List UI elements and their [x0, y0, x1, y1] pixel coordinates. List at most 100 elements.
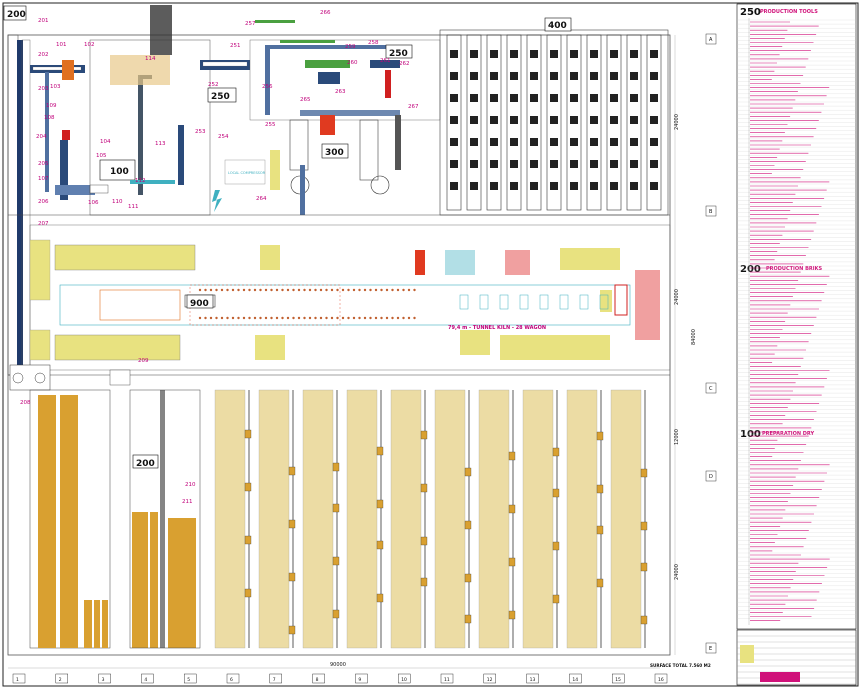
kiln-cart: [297, 316, 301, 320]
row-ref-box: [705, 470, 717, 482]
loader: [464, 614, 472, 624]
sand-bay: [214, 389, 246, 649]
kiln-cart: [413, 288, 416, 292]
kiln-car: [499, 294, 509, 310]
rack-post: [550, 116, 558, 124]
area-200-bottom-label: 200: [136, 459, 155, 469]
kiln-cart: [292, 288, 295, 292]
kiln-cart: [352, 316, 356, 320]
loader: [640, 562, 648, 572]
callout-252: 252: [208, 82, 219, 88]
title-stamp: [760, 672, 800, 682]
rack-post: [650, 160, 658, 168]
col-ref-box: [12, 673, 26, 684]
loader: [376, 540, 384, 550]
rack-post: [450, 160, 458, 168]
loader: [640, 521, 648, 531]
rack-post: [530, 182, 538, 190]
stock-bar: [168, 518, 196, 648]
callout-105: 105: [96, 153, 107, 159]
col-ref-box: [269, 673, 282, 684]
rack-post: [510, 182, 518, 190]
kiln-cart: [220, 316, 224, 320]
rack: [506, 34, 522, 211]
col-ref-5: 5: [187, 677, 190, 683]
col-ref-14: 14: [572, 677, 578, 683]
kiln-cart: [264, 288, 268, 292]
col-ref-11: 11: [444, 677, 450, 683]
kiln-cart: [341, 288, 345, 292]
kiln-cart: [330, 288, 334, 292]
rack-post: [530, 138, 538, 146]
callout-109: 109: [46, 103, 57, 109]
col-ref-12: 12: [487, 677, 493, 683]
rack-post: [630, 50, 638, 58]
dim-right-top: 24000: [674, 114, 680, 130]
area-250-small-label: 250: [389, 49, 408, 59]
col-ref-10: 10: [401, 677, 407, 683]
callout-260: 260: [347, 60, 358, 66]
kiln-cart: [226, 288, 229, 292]
loader: [376, 593, 384, 603]
kiln-cart: [336, 316, 339, 320]
loader: [420, 430, 428, 440]
col-ref-4: 4: [144, 677, 147, 683]
col-ref-6: 6: [230, 677, 233, 683]
kiln-cart: [297, 288, 301, 292]
kiln-cart: [220, 288, 224, 292]
rack-post: [470, 182, 478, 190]
col-ref-box: [355, 673, 368, 684]
kiln-cart: [204, 316, 207, 320]
callout-254: 254: [218, 134, 229, 140]
kiln-cart: [352, 288, 356, 292]
rack-post: [630, 182, 638, 190]
kiln-cart: [402, 316, 405, 320]
kiln-cart: [374, 288, 378, 292]
loader: [332, 609, 340, 619]
kiln-cart: [237, 316, 240, 320]
rack-post: [490, 160, 498, 168]
sand-bay: [346, 389, 378, 649]
stock-bar: [94, 600, 100, 648]
kiln-cart: [308, 288, 312, 292]
legend-100-number: 100: [740, 429, 761, 440]
stock-bar: [38, 395, 56, 648]
rack-post: [590, 116, 598, 124]
callout-264: 264: [256, 196, 267, 202]
kiln-cart: [325, 316, 328, 320]
rack-post: [610, 182, 618, 190]
stock-bar: [84, 600, 92, 648]
col-ref-box: [483, 673, 496, 684]
dim-right-c: 12000: [674, 429, 680, 445]
bottom-storage: [29, 389, 648, 649]
rack-post: [450, 94, 458, 102]
rack-post: [630, 116, 638, 124]
callout-204: 204: [36, 134, 47, 140]
rack-post: [630, 94, 638, 102]
sand-bay: [522, 389, 554, 649]
callout-103: 103: [50, 84, 61, 90]
kiln-car: [599, 294, 609, 310]
rack-post: [510, 72, 518, 80]
kiln-cart: [314, 316, 317, 320]
rack-post: [610, 138, 618, 146]
kiln-cart: [385, 316, 389, 320]
kiln-cart: [231, 288, 235, 292]
dim-bottom-total: 90000: [330, 662, 346, 668]
dim-right-total: 84000: [691, 329, 697, 345]
callout-205: 205: [38, 161, 49, 167]
loader: [640, 468, 648, 478]
rack-post: [610, 72, 618, 80]
rack-post: [550, 182, 558, 190]
stock-bar: [132, 512, 148, 648]
kiln-cart: [303, 316, 306, 320]
row-ref-box: [705, 382, 717, 394]
row-ref-C: C: [709, 386, 713, 392]
kiln-cart: [198, 316, 202, 320]
loader: [244, 482, 252, 492]
callout-202: 202: [38, 52, 49, 58]
sand-bay: [434, 389, 466, 649]
